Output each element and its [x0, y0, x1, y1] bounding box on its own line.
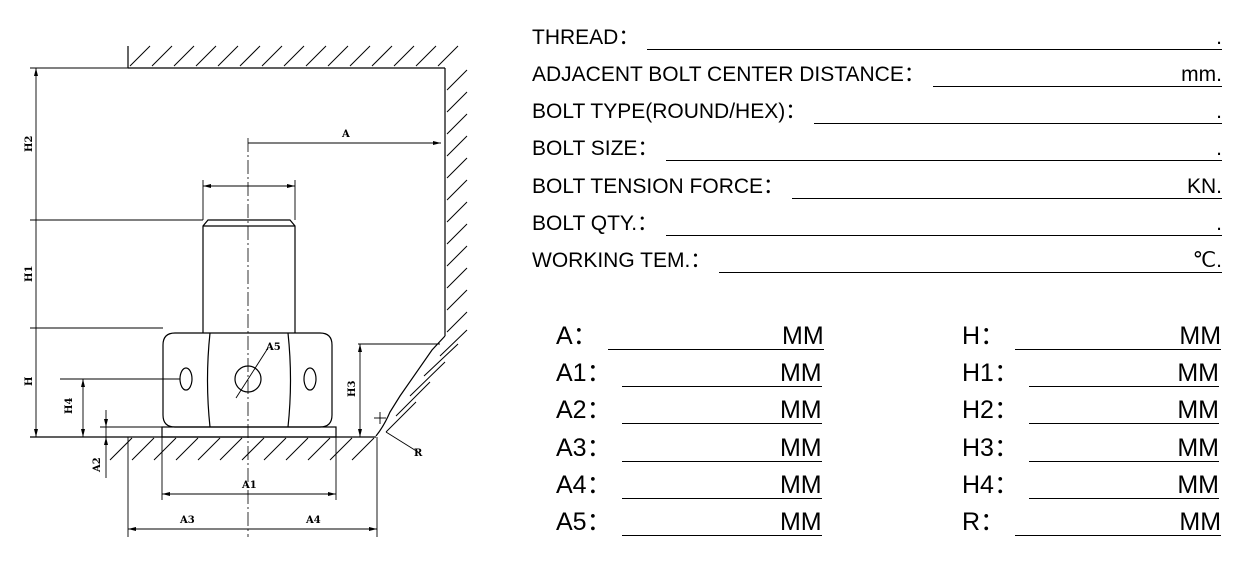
bolt-type-unit: .: [1216, 100, 1222, 123]
bolt-type-input[interactable]: .: [814, 100, 1222, 124]
dim-H1-label: H1：: [962, 359, 1019, 387]
thread-field[interactable]: THREAD： .: [532, 26, 1222, 50]
bolt-tension-unit: KN.: [1186, 175, 1222, 198]
bolt-size-input[interactable]: .: [666, 137, 1222, 161]
dim-R-label: R：: [962, 508, 1006, 536]
bolt-dimension-drawing: A A5 A1 A3 A4 R H2 H1 H H4 H3 A2: [24, 45, 468, 537]
working-temp-unit: ℃.: [1192, 249, 1222, 272]
bolt-tension-field[interactable]: BOLT TENSION FORCE： KN.: [532, 175, 1222, 199]
dim-H3-field[interactable]: H3： MM: [962, 434, 1219, 462]
dim-H2-field[interactable]: H2： MM: [962, 396, 1219, 424]
dim-A1-label: A1：: [556, 359, 612, 387]
working-temp-input[interactable]: ℃.: [719, 249, 1222, 273]
dim-H1-input[interactable]: MM: [1028, 359, 1219, 387]
dim-H4-unit: MM: [1177, 471, 1219, 499]
thread-label: THREAD：: [532, 26, 640, 49]
dim-H-label: H：: [962, 322, 1006, 350]
bolt-qty-field[interactable]: BOLT QTY.： .: [532, 212, 1222, 236]
label-A: A: [341, 129, 350, 140]
dim-A3-unit: MM: [779, 434, 822, 462]
bolt-size-field[interactable]: BOLT SIZE： .: [532, 137, 1222, 161]
working-temp-field[interactable]: WORKING TEM.： ℃.: [532, 249, 1222, 273]
dim-H-input[interactable]: MM: [1015, 322, 1222, 350]
dim-R-field[interactable]: R： MM: [962, 508, 1222, 536]
dim-R-input[interactable]: MM: [1015, 508, 1222, 536]
dim-H3-label: H3：: [962, 434, 1019, 462]
dim-H2-unit: MM: [1177, 396, 1219, 424]
dim-R-unit: MM: [1179, 508, 1222, 536]
label-A5: A5: [265, 342, 281, 353]
dim-H1-unit: MM: [1177, 359, 1219, 387]
label-A2: A2: [92, 457, 103, 473]
dim-A5-input[interactable]: MM: [621, 508, 822, 536]
dim-A4-unit: MM: [779, 471, 822, 499]
dim-A4-label: A4：: [556, 471, 612, 499]
label-H4: H4: [64, 398, 75, 414]
bolt-type-label: BOLT TYPE(ROUND/HEX)：: [532, 100, 807, 123]
bolt-distance-field[interactable]: ADJACENT BOLT CENTER DISTANCE： mm.: [532, 63, 1222, 87]
dim-H1-field[interactable]: H1： MM: [962, 359, 1219, 387]
bolt-type-field[interactable]: BOLT TYPE(ROUND/HEX)： .: [532, 100, 1222, 124]
dim-A1-input[interactable]: MM: [621, 359, 822, 387]
dim-A5-label: A5：: [556, 508, 612, 536]
dim-H4-label: H4：: [962, 471, 1019, 499]
dim-H-field[interactable]: H： MM: [962, 322, 1222, 350]
dim-A3-field[interactable]: A3： MM: [556, 434, 822, 462]
bolt-distance-input[interactable]: mm.: [932, 63, 1222, 87]
label-R: R: [414, 448, 423, 459]
bolt-shank: [202, 219, 296, 333]
dim-A3-label: A3：: [556, 434, 612, 462]
dim-A4-input[interactable]: MM: [621, 471, 822, 499]
bolt-qty-unit: .: [1216, 212, 1222, 235]
label-H2: H2: [24, 136, 35, 152]
dim-A2-label: A2：: [556, 396, 612, 424]
bolt-distance-unit: mm.: [1181, 63, 1222, 86]
dim-A-input[interactable]: MM: [607, 322, 824, 350]
label-H3: H3: [347, 381, 358, 397]
dim-H4-input[interactable]: MM: [1028, 471, 1219, 499]
dim-H3-input[interactable]: MM: [1028, 434, 1219, 462]
washer: [161, 426, 337, 438]
bolt-tension-input[interactable]: KN.: [792, 175, 1222, 199]
dim-H2-label: H2：: [962, 396, 1019, 424]
label-H: H: [24, 377, 35, 386]
dim-A2-field[interactable]: A2： MM: [556, 396, 822, 424]
bolt-qty-label: BOLT QTY.：: [532, 212, 659, 235]
label-H1: H1: [24, 266, 35, 282]
dim-A2-input[interactable]: MM: [621, 396, 822, 424]
dim-A1-unit: MM: [779, 359, 822, 387]
floor: [30, 436, 376, 461]
label-A4: A4: [305, 515, 321, 526]
working-temp-label: WORKING TEM.：: [532, 249, 712, 272]
dim-A-label: A：: [556, 322, 598, 350]
dim-H3-unit: MM: [1177, 434, 1219, 462]
thread-input[interactable]: .: [647, 26, 1222, 50]
bolt-size-label: BOLT SIZE：: [532, 137, 659, 160]
dim-H-unit: MM: [1179, 322, 1222, 350]
bolt-tension-label: BOLT TENSION FORCE：: [532, 175, 785, 198]
bolt-distance-label: ADJACENT BOLT CENTER DISTANCE：: [532, 63, 925, 86]
dim-A4-field[interactable]: A4： MM: [556, 471, 822, 499]
thread-unit: .: [1216, 26, 1222, 49]
label-A3: A3: [179, 515, 195, 526]
dim-H4-field[interactable]: H4： MM: [962, 471, 1219, 499]
dim-A-field[interactable]: A： MM: [556, 322, 824, 350]
right-wall: [375, 68, 468, 437]
dim-A5-field[interactable]: A5： MM: [556, 508, 822, 536]
bolt-qty-input[interactable]: .: [666, 212, 1222, 236]
dim-A5-unit: MM: [779, 508, 822, 536]
dim-A1-field[interactable]: A1： MM: [556, 359, 822, 387]
hex-nut: [162, 332, 333, 428]
top-wall: [127, 45, 459, 69]
dim-A-unit: MM: [782, 322, 824, 350]
dim-A3-input[interactable]: MM: [621, 434, 822, 462]
bolt-size-unit: .: [1216, 137, 1222, 160]
label-A1: A1: [241, 480, 257, 491]
dim-H2-input[interactable]: MM: [1028, 396, 1219, 424]
dim-A2-unit: MM: [779, 396, 822, 424]
